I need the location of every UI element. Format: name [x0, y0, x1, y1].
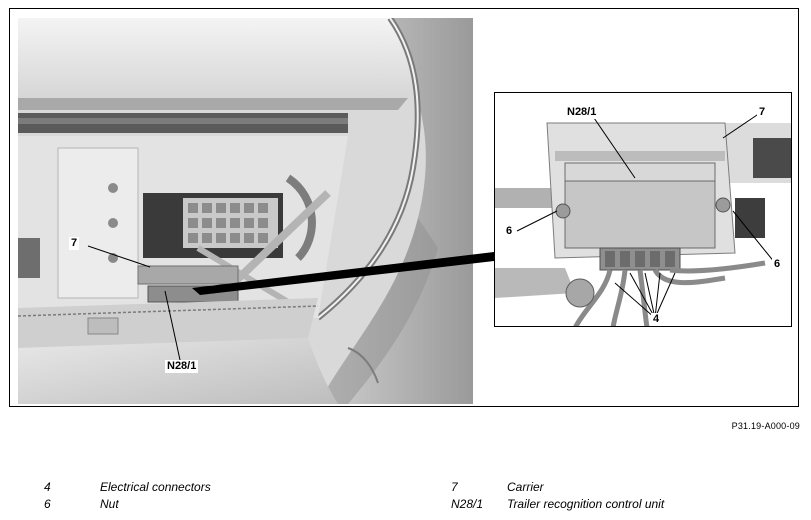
- inset-callout-7: 7: [757, 106, 768, 119]
- detail-inset: N28/1 7 6 6 4: [494, 92, 792, 327]
- legend-label: Trailer recognition control unit: [507, 497, 665, 511]
- legend-key: N28/1: [451, 497, 484, 511]
- legend-label: Nut: [100, 497, 119, 511]
- legend-key: 4: [44, 480, 51, 494]
- control-unit-drawing: [495, 93, 791, 326]
- trunk-illustration: [18, 18, 473, 404]
- figure-frame: N28/1 7 6 6 4 7 N28/1: [9, 8, 799, 407]
- legend-key: 7: [451, 480, 458, 494]
- main-callout-n28-1: N28/1: [165, 360, 199, 373]
- legend-label: Electrical connectors: [100, 480, 211, 494]
- inset-callout-6-right: 6: [772, 258, 783, 271]
- main-callout-7: 7: [69, 237, 80, 250]
- zoom-connector: [87, 245, 494, 361]
- inset-callout-6-left: 6: [504, 225, 515, 238]
- trunk-drawing: [18, 18, 473, 404]
- inset-callout-4: 4: [651, 313, 662, 326]
- legend-key: 6: [44, 497, 51, 511]
- inset-callout-n28-1: N28/1: [565, 106, 599, 119]
- legend-label: Carrier: [507, 480, 544, 494]
- figure-reference-code: P31.19-A000-09: [731, 421, 800, 431]
